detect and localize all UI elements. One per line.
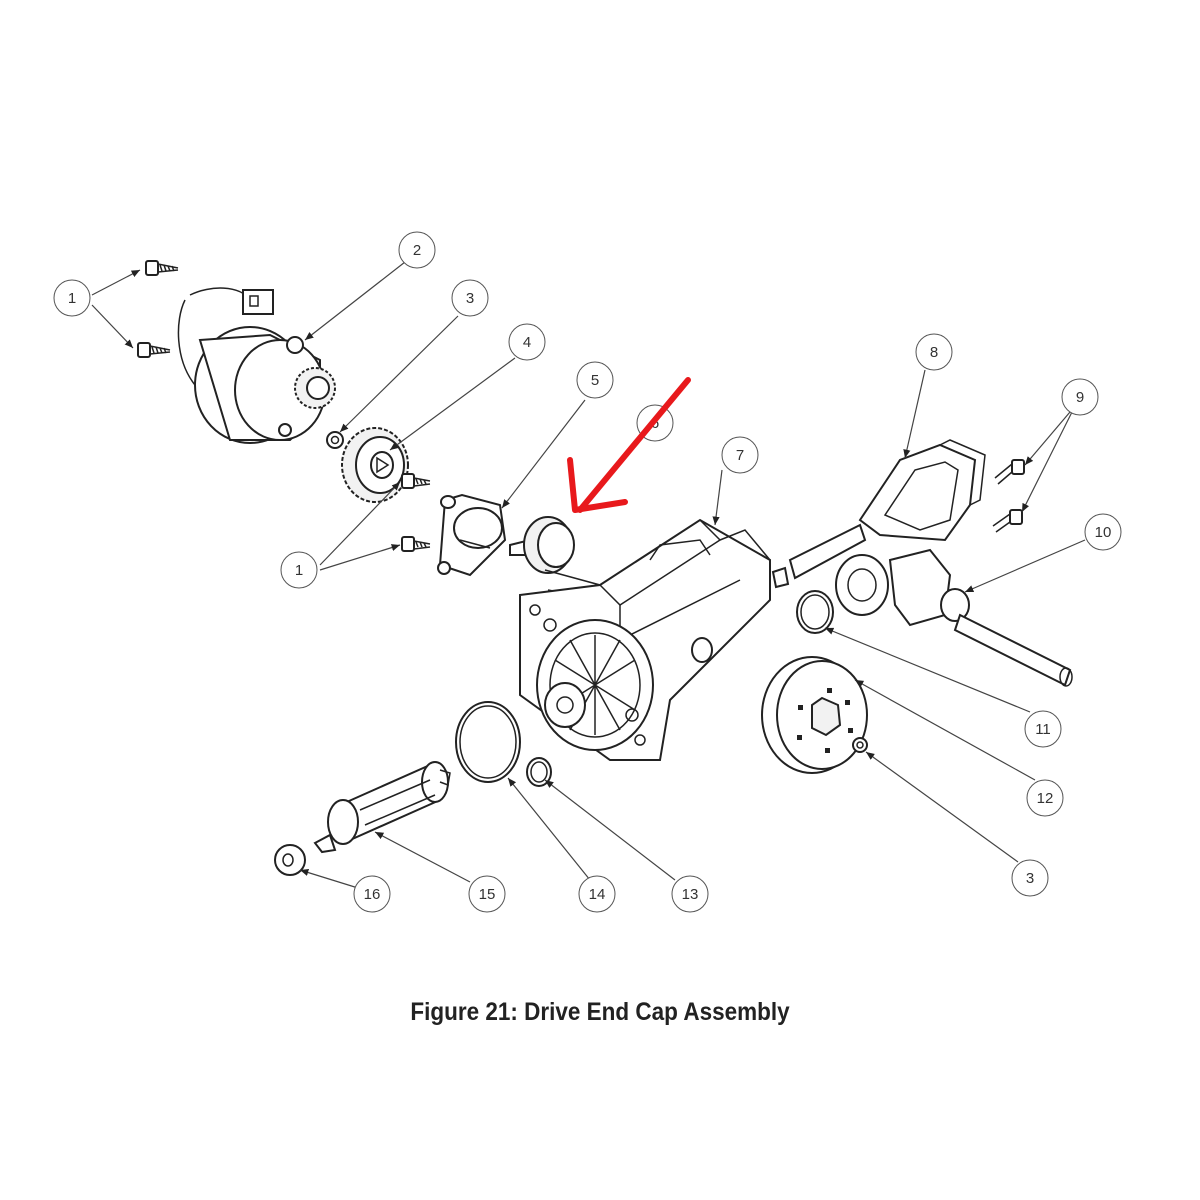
- callout-11: 11: [1024, 710, 1062, 748]
- drive-shaft: [771, 523, 867, 589]
- gear-part-4: [341, 427, 409, 503]
- svg-text:15: 15: [479, 886, 496, 903]
- svg-text:7: 7: [736, 447, 744, 464]
- callout-1-lower: 1: [280, 551, 318, 589]
- callout-1-top: 1: [53, 279, 91, 317]
- screw-part-9-a: [994, 459, 1025, 485]
- callout-8: 8: [915, 333, 953, 371]
- red-highlight-arrow: [567, 377, 691, 513]
- svg-text:3: 3: [466, 290, 474, 307]
- callout-3-bottom: 3: [1011, 859, 1049, 897]
- callout-15: 15: [468, 875, 506, 913]
- screw-part-1-top-a: [145, 260, 179, 276]
- svg-text:9: 9: [1076, 389, 1084, 406]
- impeller-part-15: [313, 761, 451, 854]
- pulley-holes: [797, 688, 853, 753]
- nut-part-3-bottom: [852, 737, 868, 753]
- svg-text:4: 4: [523, 334, 531, 351]
- coupler-part-6: [509, 516, 601, 601]
- callout-5: 5: [576, 361, 614, 399]
- pulley-part-12: [761, 656, 868, 774]
- svg-text:16: 16: [364, 886, 381, 903]
- svg-text:13: 13: [682, 886, 699, 903]
- svg-text:10: 10: [1095, 524, 1112, 541]
- nut-part-3-top: [326, 431, 344, 449]
- callout-7: 7: [721, 436, 759, 474]
- svg-text:12: 12: [1037, 790, 1054, 807]
- screw-part-1-lower-b: [401, 536, 431, 552]
- svg-text:1: 1: [68, 290, 76, 307]
- small-seal-part-13: [526, 757, 552, 787]
- callout-16: 16: [353, 875, 391, 913]
- svg-text:3: 3: [1026, 870, 1034, 887]
- screw-part-9-b: [992, 509, 1023, 533]
- large-seal-part-14: [455, 701, 521, 783]
- callout-4: 4: [508, 323, 546, 361]
- oring-part-11: [796, 590, 834, 634]
- cap-part-16: [274, 844, 306, 876]
- housing-part-7: [519, 518, 771, 761]
- pump-assembly-part-10: [835, 548, 1073, 687]
- callout-12: 12: [1026, 779, 1064, 817]
- housing-fan-ribs: [554, 635, 636, 735]
- frame-part-8: [858, 439, 986, 542]
- callout-13: 13: [671, 875, 709, 913]
- callout-2: 2: [398, 231, 436, 269]
- svg-text:1: 1: [295, 562, 303, 579]
- motor-part-2: [177, 287, 336, 444]
- callout-balloons: 1 2 3 4 5 6 7 8 9 10 1 11 12 3 16 15 14 …: [53, 231, 1122, 913]
- svg-text:8: 8: [930, 344, 938, 361]
- svg-text:5: 5: [591, 372, 599, 389]
- screw-part-1-lower-a: [401, 473, 431, 489]
- motor-pinion-gear: [294, 367, 336, 409]
- screw-part-1-top-b: [137, 342, 171, 358]
- callout-3-top: 3: [451, 279, 489, 317]
- bracket-part-5: [437, 493, 507, 577]
- svg-text:2: 2: [413, 242, 421, 259]
- callout-10: 10: [1084, 513, 1122, 551]
- figure-caption: Figure 21: Drive End Cap Assembly: [410, 998, 790, 1026]
- svg-text:11: 11: [1035, 721, 1051, 738]
- leader-lines: [91, 261, 1086, 889]
- callout-9: 9: [1061, 378, 1099, 416]
- callout-14: 14: [578, 875, 616, 913]
- svg-text:14: 14: [589, 886, 606, 903]
